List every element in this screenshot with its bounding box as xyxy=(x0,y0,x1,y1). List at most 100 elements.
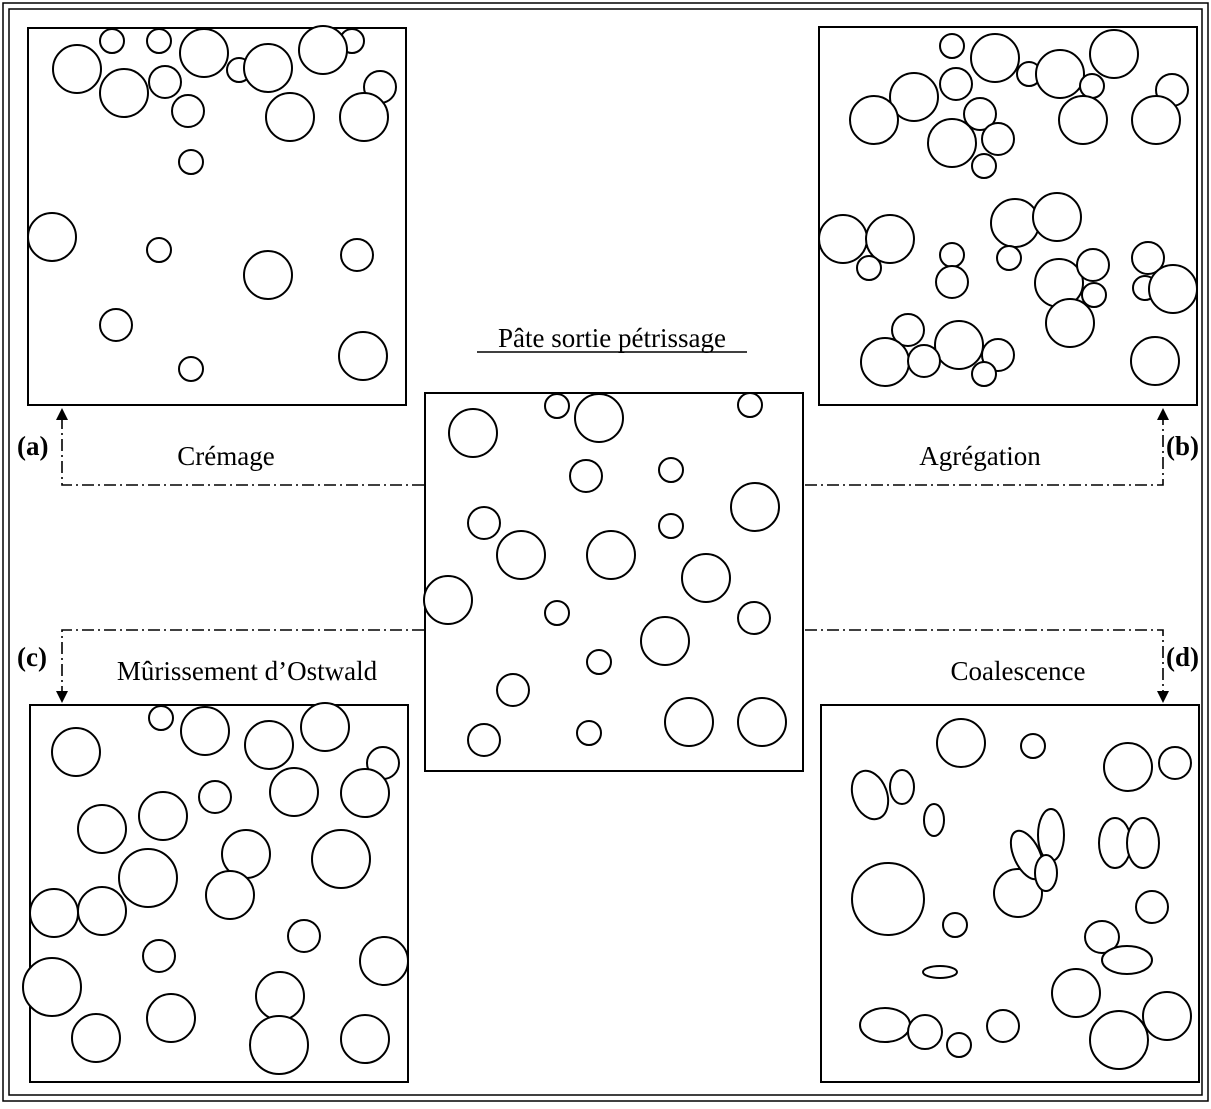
bubble xyxy=(265,92,315,142)
bubble xyxy=(255,971,305,1021)
diagram-title: Pâte sortie pétrissage xyxy=(498,323,726,353)
tag-c: (c) xyxy=(17,642,47,672)
merged-bubble xyxy=(859,1007,911,1043)
bubble xyxy=(907,344,941,378)
coalescence-bubbles xyxy=(850,718,1192,1070)
bubble xyxy=(338,331,388,381)
bubble xyxy=(244,720,294,770)
label-aggregation: Agrégation xyxy=(919,441,1041,471)
ostwald-bubbles xyxy=(22,702,409,1075)
panel-creaming-frame xyxy=(27,27,407,406)
bubble xyxy=(891,313,925,347)
bubble xyxy=(544,600,570,626)
bubble xyxy=(889,72,939,122)
bubble xyxy=(118,848,178,908)
bubble xyxy=(448,408,498,458)
merged-bubble xyxy=(889,769,915,805)
bubble xyxy=(737,392,763,418)
bubble xyxy=(249,1015,309,1075)
bubble xyxy=(1081,282,1107,308)
bubble xyxy=(269,767,319,817)
bubble xyxy=(986,1009,1020,1043)
bubble xyxy=(467,723,501,757)
bubble xyxy=(359,936,409,986)
merged-bubble xyxy=(850,769,890,821)
merged-bubble xyxy=(1037,808,1065,862)
bubble xyxy=(340,768,390,818)
bubble xyxy=(981,122,1015,156)
bubble xyxy=(423,575,473,625)
bubble xyxy=(990,198,1040,248)
bubble xyxy=(576,720,602,746)
label-creaming: Crémage xyxy=(177,441,274,471)
arrowhead-coalescence xyxy=(1157,691,1169,703)
bubble xyxy=(737,601,771,635)
bubble xyxy=(146,237,172,263)
bubble xyxy=(640,616,690,666)
bubble xyxy=(939,67,973,101)
bubble xyxy=(849,95,899,145)
bubble xyxy=(1045,298,1095,348)
bubble xyxy=(77,886,127,936)
bubble xyxy=(178,149,204,175)
bubble xyxy=(939,33,965,59)
bubble xyxy=(71,1013,121,1063)
bubble xyxy=(52,44,102,94)
bubble xyxy=(496,530,546,580)
bubble xyxy=(737,697,787,747)
bubble xyxy=(574,393,624,443)
bubble xyxy=(730,482,780,532)
tag-d: (d) xyxy=(1166,642,1199,672)
bubble xyxy=(996,245,1022,271)
bubble xyxy=(340,1014,390,1064)
bubble xyxy=(243,43,293,93)
bubble xyxy=(942,912,968,938)
bubble xyxy=(851,862,925,936)
bubble xyxy=(963,97,997,131)
bubble xyxy=(658,457,684,483)
label-ostwald: Mûrissement d’Ostwald xyxy=(117,656,378,686)
bubble xyxy=(1076,248,1110,282)
bubble xyxy=(77,804,127,854)
tag-b: (b) xyxy=(1166,431,1199,461)
bubble xyxy=(146,993,196,1043)
bubble xyxy=(1131,241,1165,275)
bubble xyxy=(1020,733,1046,759)
bubble xyxy=(1135,890,1169,924)
connector-creaming xyxy=(61,418,424,486)
bubble xyxy=(1035,49,1085,99)
arrowhead-creaming xyxy=(56,408,68,420)
connector-ostwald xyxy=(61,629,424,692)
bubble xyxy=(934,320,984,370)
bubble xyxy=(178,356,204,382)
bubble xyxy=(1051,968,1101,1018)
bubble xyxy=(179,28,229,78)
bubble xyxy=(860,337,910,387)
bubble xyxy=(99,68,149,118)
bubble xyxy=(1131,95,1181,145)
bubble xyxy=(99,308,133,342)
bubble xyxy=(29,888,79,938)
bubble xyxy=(927,118,977,168)
bubble xyxy=(971,153,997,179)
merged-bubble xyxy=(907,1014,943,1050)
bubble xyxy=(856,255,882,281)
bubble xyxy=(99,28,125,54)
bubble xyxy=(142,939,176,973)
bubble xyxy=(935,265,969,299)
bubble xyxy=(1089,1010,1149,1070)
arrowhead-aggregation xyxy=(1157,408,1169,420)
bubble xyxy=(1079,73,1105,99)
panel-ostwald-frame xyxy=(29,704,409,1083)
merged-bubble xyxy=(1034,854,1058,892)
panel-aggregation-frame xyxy=(818,26,1198,406)
bubble xyxy=(287,919,321,953)
bubble xyxy=(171,94,205,128)
bubble xyxy=(1148,264,1198,314)
merged-bubble xyxy=(923,803,945,837)
inner-border xyxy=(8,8,1203,1096)
bubble xyxy=(1103,742,1153,792)
bubble xyxy=(936,718,986,768)
